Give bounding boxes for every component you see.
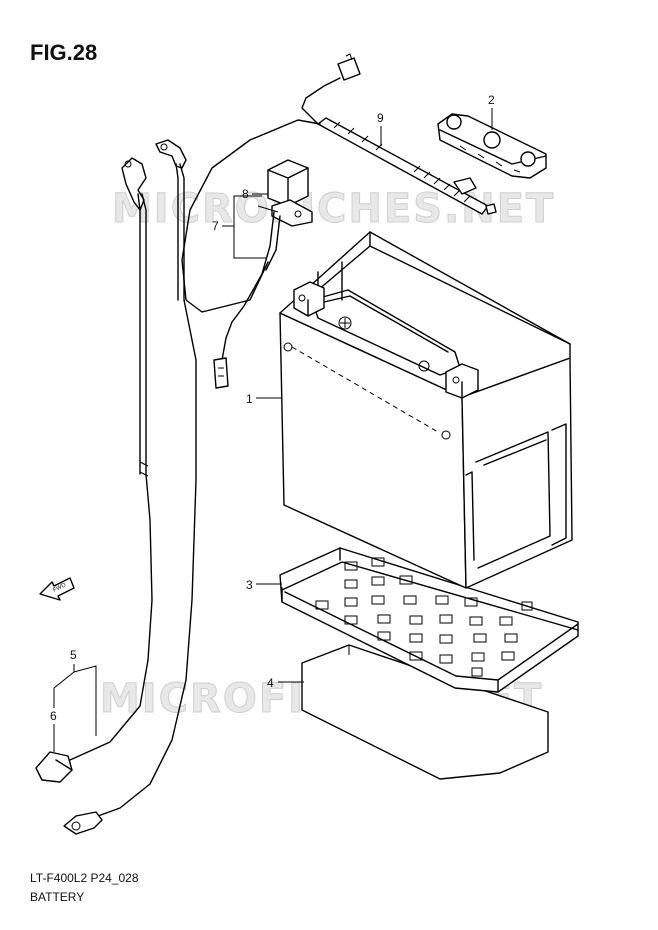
starter-relay-part xyxy=(213,159,313,389)
battery-pad-part xyxy=(301,644,549,780)
callout-3: 3 xyxy=(246,578,253,592)
positive-cable-part xyxy=(63,139,197,835)
battery-terminal-negative xyxy=(293,281,325,317)
tray-holes xyxy=(315,557,533,677)
callout-1: 1 xyxy=(246,392,253,406)
battery-part xyxy=(279,231,573,589)
battery-tray-part xyxy=(279,547,579,693)
fwd-arrow-icon: FWD xyxy=(39,577,75,601)
harness-part xyxy=(181,53,497,313)
callout-9: 9 xyxy=(377,111,384,125)
callout-5: 5 xyxy=(70,648,77,662)
callout-2: 2 xyxy=(488,93,495,107)
callouts: 1 2 3 4 5 6 7 8 9 xyxy=(50,93,495,752)
negative-cable-part xyxy=(35,157,153,783)
fwd-label: FWD xyxy=(52,582,68,594)
terminal-cover-part xyxy=(437,113,547,179)
callout-7: 7 xyxy=(212,219,219,233)
callout-4: 4 xyxy=(267,676,274,690)
callout-6: 6 xyxy=(50,709,57,723)
callout-8: 8 xyxy=(242,187,249,201)
figure-name: BATTERY xyxy=(30,890,85,904)
battery-terminal-positive xyxy=(445,363,479,399)
figure-code: LT-F400L2 P24_028 xyxy=(30,871,139,885)
figure-title: FIG.28 xyxy=(30,40,98,65)
